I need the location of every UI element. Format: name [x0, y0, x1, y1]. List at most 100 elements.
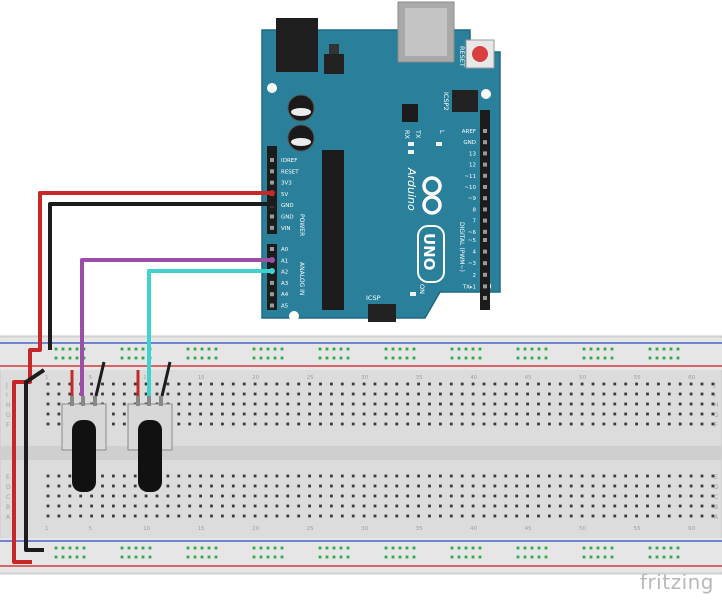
rail-hole [450, 347, 454, 351]
breadboard-hole [667, 402, 671, 406]
breadboard-hole [711, 484, 715, 488]
rail-hole [662, 546, 666, 550]
breadboard-hole [449, 474, 453, 478]
breadboard-hole [493, 382, 497, 386]
breadboard-hole [275, 514, 279, 518]
arduino-logo [422, 176, 442, 215]
breadboard-hole [460, 484, 464, 488]
breadboard-hole [493, 402, 497, 406]
breadboard-hole [526, 392, 529, 396]
breadboard-hole [449, 514, 453, 518]
column-number: 50 [579, 526, 586, 532]
rail-hole [464, 356, 468, 360]
breadboard-hole [188, 392, 192, 396]
column-number: 10 [143, 375, 150, 381]
breadboard-hole [112, 504, 115, 508]
breadboard-hole [537, 494, 540, 498]
breadboard-hole [624, 504, 628, 508]
breadboard-hole [221, 514, 224, 518]
breadboard-hole [242, 392, 246, 396]
row-letter: A [6, 514, 11, 521]
pin-label: GND [281, 215, 294, 221]
header-pin [483, 249, 487, 254]
breadboard-hole [482, 484, 486, 488]
header-pin [270, 158, 274, 162]
breadboard-hole [624, 484, 628, 488]
rail-hole [523, 356, 527, 360]
row-letter: G [714, 412, 719, 419]
rail-hole [478, 546, 482, 550]
breadboard-hole [439, 412, 442, 416]
column-number: 40 [470, 526, 477, 532]
pot1-pin-1 [70, 396, 74, 406]
breadboard-hole [242, 474, 246, 478]
breadboard-hole [297, 484, 301, 488]
breadboard-hole [155, 494, 159, 498]
column-number: 15 [198, 375, 205, 381]
breadboard-hole [199, 402, 202, 406]
column-number: 50 [579, 375, 586, 381]
rail-hole [82, 555, 86, 559]
rail-hole [596, 555, 600, 559]
rail-hole [471, 555, 475, 559]
breadboard-hole [406, 514, 410, 518]
rail-hole [478, 555, 482, 559]
breadboard-hole [428, 392, 431, 396]
breadboard-hole [678, 474, 682, 478]
breadboard-hole [221, 484, 224, 488]
breadboard-hole [79, 514, 83, 518]
breadboard-hole [188, 382, 192, 386]
breadboard-hole [308, 494, 311, 498]
mount-hole-3 [289, 311, 299, 321]
breadboard-hole [319, 392, 322, 396]
breadboard-hole [526, 412, 529, 416]
pin-label: RESET [281, 169, 299, 175]
breadboard-hole [591, 494, 595, 498]
breadboard-hole [591, 402, 595, 406]
breadboard-hole [471, 494, 475, 498]
rail-hole [325, 546, 329, 550]
rail-hole [127, 347, 131, 351]
breadboard-hole [558, 392, 562, 396]
breadboard-hole [657, 382, 660, 386]
rail-hole [596, 347, 600, 351]
breadboard-hole [504, 382, 508, 386]
breadboard-hole [177, 392, 181, 396]
breadboard-hole [537, 382, 540, 386]
breadboard-hole [46, 392, 50, 396]
rail-hole [478, 347, 482, 351]
breadboard-hole [537, 402, 540, 406]
rail-hole [669, 555, 673, 559]
breadboard-hole [657, 392, 660, 396]
breadboard-hole [417, 392, 420, 396]
breadboard-hole [373, 392, 377, 396]
breadboard-hole [57, 474, 61, 478]
rail-hole [544, 555, 548, 559]
rail-hole [648, 347, 652, 351]
breadboard-hole [330, 392, 333, 396]
breadboard-hole [373, 514, 377, 518]
breadboard-hole [57, 402, 61, 406]
breadboard-hole [602, 474, 606, 478]
breadboard-hole [624, 474, 628, 478]
breadboard-hole [537, 474, 540, 478]
pot2-knob [138, 420, 162, 492]
breadboard-hole [362, 484, 366, 488]
rail-hole [589, 356, 593, 360]
rail-hole [68, 356, 72, 360]
rail-hole [273, 347, 277, 351]
wire-gnd-black-bottom [24, 368, 46, 552]
breadboard-hole [68, 484, 72, 488]
column-number: 45 [525, 526, 532, 532]
rail-hole [648, 555, 652, 559]
breadboard-hole [635, 504, 638, 508]
rail-hole [603, 347, 607, 351]
breadboard-hole [580, 422, 584, 426]
breadboard-hole [199, 474, 202, 478]
rail-hole [398, 555, 402, 559]
breadboard-hole [678, 484, 682, 488]
breadboard-hole [351, 422, 355, 426]
rail-hole [655, 546, 659, 550]
icsp-label: ICSP [366, 294, 381, 302]
